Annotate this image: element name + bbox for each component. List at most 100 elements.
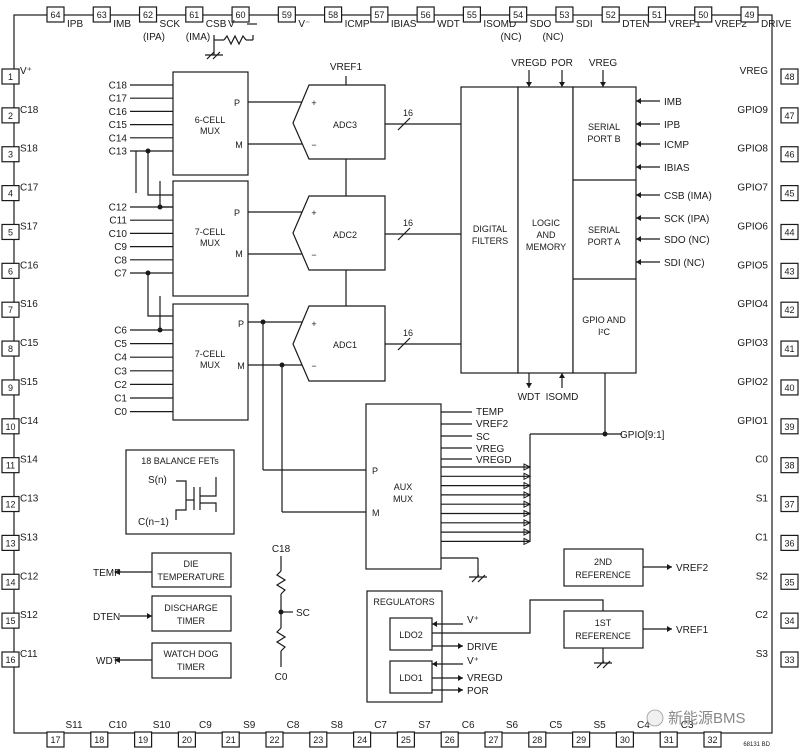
mux-input-label: C18: [109, 81, 128, 92]
svg-text:FILTERS: FILTERS: [472, 236, 508, 246]
pin-number: 44: [784, 227, 794, 237]
svg-text:I²C: I²C: [598, 327, 610, 337]
pin-label: C16: [20, 260, 39, 271]
watchdog-timer: WATCH DOG TIMER WDT: [96, 642, 232, 679]
pin-label: GPIO1: [737, 416, 768, 427]
pin-number: 30: [620, 735, 630, 745]
svg-text:TEMP: TEMP: [476, 407, 504, 418]
pin-label: S10: [153, 720, 171, 731]
svg-text:VREG: VREG: [476, 444, 505, 455]
pin-number: 41: [784, 344, 794, 354]
svg-text:SERIAL: SERIAL: [588, 122, 620, 132]
svg-text:1ST: 1ST: [595, 618, 612, 628]
pin-number: 12: [5, 500, 15, 510]
pin-number: 26: [445, 735, 455, 745]
pin-box: [1, 418, 20, 435]
pin-number: 60: [236, 10, 246, 20]
mux-input-label: C6: [114, 326, 127, 337]
pin-number: 53: [559, 10, 569, 20]
pin-box: [780, 262, 799, 279]
aux-mux-wiring: TEMP VREF2 SC VREG VREGD: [260, 319, 605, 583]
svg-text:REFERENCE: REFERENCE: [575, 570, 631, 580]
svg-text:DRIVE: DRIVE: [467, 642, 498, 653]
pin-box: [1, 573, 20, 590]
pin-number: 6: [8, 266, 13, 276]
svg-text:WATCH DOG: WATCH DOG: [164, 649, 219, 659]
pin-box: [1, 534, 20, 552]
pin-number: 10: [5, 422, 15, 432]
mux-input-label: C10: [109, 229, 128, 240]
mux7a-input: C11: [109, 216, 173, 227]
mux7b-input: C3: [114, 366, 173, 377]
pin-label: S6: [506, 720, 519, 731]
mux-input-label: C0: [114, 407, 127, 418]
mux-7cell-b: 7-CELL MUX P M: [172, 303, 249, 421]
pin-box: [659, 731, 678, 748]
svg-text:16: 16: [403, 108, 413, 118]
pin-box: [1, 146, 20, 163]
pin-box: [277, 6, 296, 23]
pin-label: S11: [65, 720, 82, 731]
svg-text:V⁺: V⁺: [467, 656, 479, 667]
svg-text:PORT B: PORT B: [587, 134, 620, 144]
sdo-alt-label: (NC): [500, 32, 521, 43]
mux7a-input: C12: [109, 203, 173, 214]
svg-text:POR: POR: [467, 686, 489, 697]
package-outline: [13, 14, 773, 734]
svg-text:7-CELL: 7-CELL: [195, 349, 226, 359]
pin-number: 19: [138, 735, 148, 745]
pin-label: S16: [20, 299, 38, 310]
svg-text:M: M: [237, 361, 245, 371]
svg-text:P: P: [238, 319, 244, 329]
pin-label: C18: [20, 105, 39, 116]
pin-label: S9: [243, 720, 256, 731]
mux7b-input: C5: [114, 339, 173, 350]
pin-label: DRIVE: [761, 19, 792, 30]
svg-text:LDO1: LDO1: [399, 673, 423, 683]
pin-label: S7: [418, 720, 431, 731]
mux7a-input: C9: [114, 242, 173, 253]
pin-number: 51: [652, 10, 662, 20]
pin-label: S12: [20, 610, 38, 621]
pin-label: V⁻: [298, 19, 310, 30]
svg-text:IPB: IPB: [664, 120, 680, 131]
svg-text:MUX: MUX: [200, 238, 220, 248]
pin-box: [353, 731, 372, 748]
pin-bottom-32: 32: [703, 731, 722, 748]
pin-box: [509, 6, 528, 23]
pin-label: S13: [20, 532, 38, 543]
pin-box: [780, 379, 799, 396]
pin-box: [780, 185, 799, 202]
svg-text:SDO (NC): SDO (NC): [664, 235, 710, 246]
svg-text:IBIAS: IBIAS: [664, 163, 690, 174]
mux-input-label: C7: [114, 269, 127, 280]
svg-text:VREGD: VREGD: [467, 673, 503, 684]
svg-text:VREF2: VREF2: [476, 419, 509, 430]
svg-text:DISCHARGE: DISCHARGE: [164, 603, 218, 613]
pin-number: 49: [744, 10, 754, 20]
pin-number: 35: [784, 577, 794, 587]
pin-box: [484, 731, 503, 748]
pin-box: [177, 731, 196, 748]
balance-fets: 18 BALANCE FETs S(n) C(n−1): [125, 449, 235, 535]
pin-label: S18: [20, 144, 38, 155]
pin-number: 48: [784, 72, 794, 82]
pin-number: 2: [8, 111, 13, 121]
pin-box: [780, 107, 799, 124]
adc2: ADC2 + −: [292, 195, 386, 271]
pin-label: GPIO7: [737, 183, 768, 194]
pin-number: 33: [784, 655, 794, 665]
pin-box: [780, 68, 799, 85]
mux-input-label: C2: [114, 380, 127, 391]
pin-box: [1, 651, 20, 668]
pin-label: GPIO4: [737, 299, 768, 310]
svg-text:ICMP: ICMP: [664, 140, 689, 151]
pin-number: 22: [269, 735, 279, 745]
